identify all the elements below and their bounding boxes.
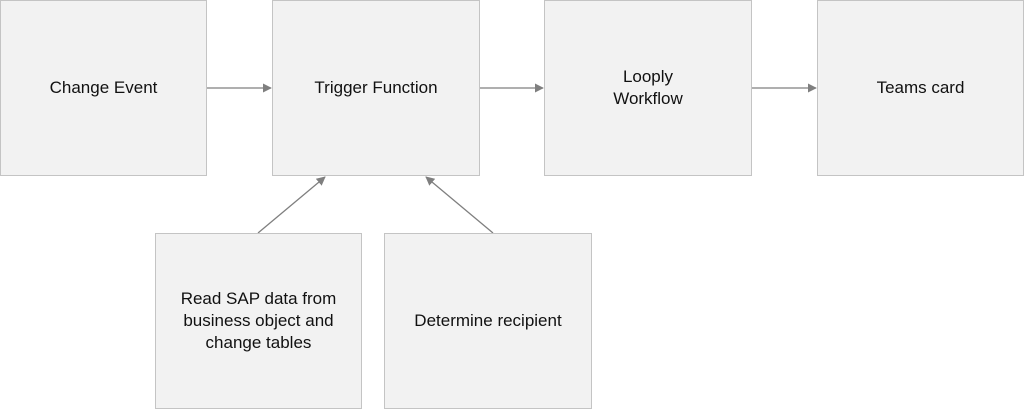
node-determine-recipient-label: Determine recipient (414, 311, 562, 330)
node-looply-workflow: Looply Workflow (544, 0, 752, 176)
node-trigger-function: Trigger Function (272, 0, 480, 176)
node-determine-recipient: Determine recipient (384, 233, 592, 409)
node-teams-card: Teams card (817, 0, 1024, 176)
node-read-sap-data-label: Read SAP data from business object and c… (180, 289, 337, 352)
edge-read-sap-data-to-trigger-function (257, 176, 326, 234)
node-teams-card-label: Teams card (876, 78, 965, 97)
node-change-event: Change Event (0, 0, 207, 176)
node-read-sap-data: Read SAP data from business object and c… (155, 233, 362, 409)
node-looply-workflow-label: Looply Workflow (613, 67, 683, 108)
node-trigger-function-label: Trigger Function (314, 78, 438, 97)
edge-determine-recipient-to-trigger-function (425, 176, 494, 234)
node-change-event-label: Change Event (49, 78, 158, 97)
